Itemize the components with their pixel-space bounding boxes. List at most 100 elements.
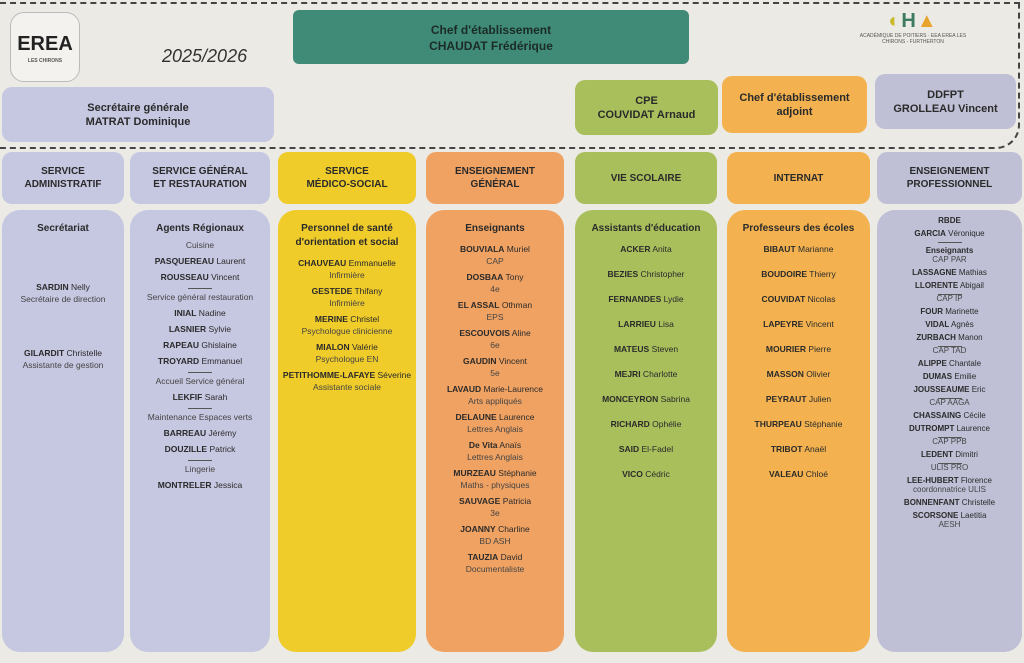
first-name: Laurence bbox=[496, 412, 535, 422]
ddfpt-name: GROLLEAU Vincent bbox=[893, 102, 998, 115]
staff-name: BEZIES Christopher bbox=[575, 269, 717, 280]
divider bbox=[937, 463, 962, 464]
surname: COUVIDAT bbox=[761, 294, 806, 304]
staff-name: MONCEYRON Sabrina bbox=[575, 394, 717, 405]
staff-name: CHASSAING Cécile bbox=[877, 411, 1022, 421]
cpe-title: CPE bbox=[635, 94, 658, 107]
column-header: Service généralet restauration bbox=[130, 152, 270, 204]
column-header-line: médico-social bbox=[306, 179, 388, 190]
cpe-name: COUVIDAT Arnaud bbox=[597, 108, 696, 121]
first-name: Vincent bbox=[803, 319, 834, 329]
first-name: Aline bbox=[509, 328, 531, 338]
staff-name: LEE-HUBERT Florence bbox=[877, 476, 1022, 486]
staff-name: LAPEYRE Vincent bbox=[727, 319, 870, 330]
column-box: Personnel de santé d'orientation et soci… bbox=[278, 210, 416, 652]
first-name: Sylvie bbox=[206, 324, 232, 334]
staff-name: SAUVAGE Patricia bbox=[426, 496, 564, 507]
role-label: Assistante sociale bbox=[312, 382, 382, 392]
first-name: Véronique bbox=[945, 229, 985, 238]
staff-name: SARDIN Nelly bbox=[2, 282, 124, 293]
column-header-line: Internat bbox=[773, 172, 824, 184]
staff-name: BOUDOIRE Thierry bbox=[727, 269, 870, 280]
first-name: David bbox=[498, 552, 523, 562]
first-name: Lisa bbox=[655, 319, 674, 329]
column-header-line: professionnel bbox=[906, 179, 993, 190]
adj-subtitle: adjoint bbox=[776, 105, 813, 118]
surname: TRIBOT bbox=[770, 444, 803, 454]
role-label: Arts appliqués bbox=[468, 396, 522, 406]
column-header: Enseignementprofessionnel bbox=[877, 152, 1022, 204]
surname: MASSON bbox=[766, 369, 804, 379]
group-title: Professeurs des écoles bbox=[742, 223, 855, 234]
column-header-line: Administratif bbox=[24, 179, 102, 190]
surname: LEKFIF bbox=[172, 392, 203, 402]
first-name: Laurence bbox=[954, 424, 990, 433]
surname: DUTROMPT bbox=[909, 424, 955, 433]
column-header: Servicemédico-social bbox=[278, 152, 416, 204]
surname: GESTEDE bbox=[311, 286, 353, 296]
staff-name: DOUZILLE Patrick bbox=[130, 444, 270, 455]
surname: BARREAU bbox=[163, 428, 207, 438]
staff-name: VICO Cédric bbox=[575, 469, 717, 480]
first-name: Sarah bbox=[202, 392, 228, 402]
staff-name: ALIPPE Chantale bbox=[877, 359, 1022, 369]
surname: VIDAL bbox=[925, 320, 950, 329]
staff-name: BIBAUT Marianne bbox=[727, 244, 870, 255]
surname: TAUZIA bbox=[467, 552, 499, 562]
surname: SARDIN bbox=[36, 282, 69, 292]
first-name: Abigail bbox=[958, 281, 984, 290]
staff-name: CHAUVEAU Emmanuelle bbox=[278, 258, 416, 269]
staff-name: GAUDIN Vincent bbox=[426, 356, 564, 367]
chef-etablissement-box: Chef d'établissement CHAUDAT Frédérique bbox=[293, 10, 689, 64]
academie-logo-text: ACADÉMIQUE DE POITIERS · EEA EREA LES CH… bbox=[859, 33, 967, 45]
staff-name: MERINE Christel bbox=[278, 314, 416, 325]
surname: JOANNY bbox=[460, 524, 496, 534]
first-name: Patricia bbox=[500, 496, 532, 506]
staff-name: LASNIER Sylvie bbox=[130, 324, 270, 335]
first-name: Emmanuelle bbox=[346, 258, 396, 268]
first-name: Marinette bbox=[943, 307, 979, 316]
ddfpt-title: DDFPT bbox=[927, 88, 964, 101]
sg-name: MATRAT Dominique bbox=[85, 115, 191, 128]
surname: BOUVIALA bbox=[460, 244, 505, 254]
surname: GILARDIT bbox=[24, 348, 65, 358]
surname: LARRIEU bbox=[618, 319, 656, 329]
first-name: Jessica bbox=[211, 480, 243, 490]
surname: JOUSSEAUME bbox=[913, 385, 970, 394]
staff-name: MIALON Valérie bbox=[278, 342, 416, 353]
column-header-line: général bbox=[470, 179, 520, 190]
staff-name: LEKFIF Sarah bbox=[130, 392, 270, 403]
role-label: CAP AAGA bbox=[929, 398, 970, 407]
surname: DOSBAA bbox=[466, 272, 504, 282]
staff-name: ZURBACH Manon bbox=[877, 333, 1022, 343]
staff-name: GILARDIT Christelle bbox=[2, 348, 124, 359]
column-header: Vie scolaire bbox=[575, 152, 717, 204]
role-label: EPS bbox=[486, 312, 504, 322]
role-label: Documentaliste bbox=[465, 564, 525, 574]
staff-name: VIDAL Agnès bbox=[877, 320, 1022, 330]
surname: LAPEYRE bbox=[763, 319, 804, 329]
surname: VICO bbox=[622, 469, 643, 479]
role-label: CAP TAD bbox=[932, 346, 967, 355]
surname: DOUZILLE bbox=[164, 444, 208, 454]
first-name: Anaïs bbox=[497, 440, 522, 450]
secretaire-generale-box: Secrétaire générale MATRAT Dominique bbox=[2, 87, 274, 142]
staff-name: De Vita Anaïs bbox=[426, 440, 564, 451]
column-header: ServiceAdministratif bbox=[2, 152, 124, 204]
role-label: Service général restauration bbox=[146, 292, 254, 302]
first-name: Olivier bbox=[803, 369, 831, 379]
surname: ALIPPE bbox=[917, 359, 947, 368]
role-label: CAP PPB bbox=[932, 437, 967, 446]
surname: LEDENT bbox=[921, 450, 954, 459]
surname: THURPEAU bbox=[754, 419, 802, 429]
staff-name: MASSON Olivier bbox=[727, 369, 870, 380]
column-header: Enseignementgénéral bbox=[426, 152, 564, 204]
staff-name: DOSBAA Tony bbox=[426, 272, 564, 283]
surname: VALEAU bbox=[769, 469, 804, 479]
staff-name: VALEAU Chloé bbox=[727, 469, 870, 480]
column-header-line: Vie scolaire bbox=[610, 172, 682, 184]
first-name: Christelle bbox=[959, 498, 996, 507]
role-label: 4e bbox=[490, 284, 500, 294]
